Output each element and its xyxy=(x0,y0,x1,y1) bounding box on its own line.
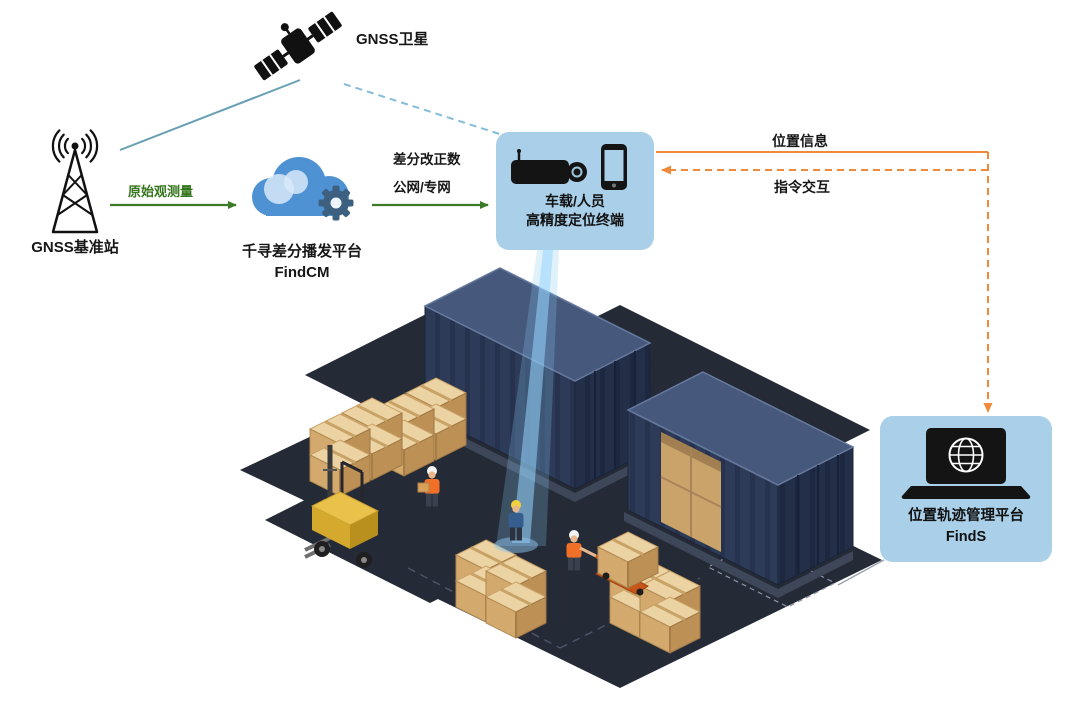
smartphone-icon xyxy=(601,144,627,190)
raw-observation-label: 原始观测量 xyxy=(128,184,194,199)
platform-to-yard-link xyxy=(837,559,885,586)
satellite-label: GNSS卫星 xyxy=(356,31,429,48)
container-door-opening xyxy=(660,432,722,552)
base-station-label: GNSS基准站 xyxy=(31,239,119,256)
cloud-platform-name: 千寻差分播发平台 xyxy=(241,243,362,260)
link-lines xyxy=(110,79,993,586)
cloud-gear-icon xyxy=(252,157,354,221)
vehicle-terminal-and-phone-icons xyxy=(511,144,627,190)
worker-with-pallet-jack xyxy=(566,530,597,571)
vehicle-terminal-icon xyxy=(511,149,587,184)
terminal-card: 车载/人员 高精度定位终端 xyxy=(496,132,654,250)
platform-label-product: FindS xyxy=(945,529,987,545)
globe-icon xyxy=(948,437,984,473)
diff-correction-label: 差分改正数 公网/专网 xyxy=(393,146,461,202)
cloud-platform-label: 千寻差分播发平台 FindCM xyxy=(212,241,392,283)
satellite-icon xyxy=(254,11,342,81)
worker-carrying-box xyxy=(417,466,440,507)
shipping-container-2 xyxy=(624,371,855,598)
position-info-label: 位置信息 xyxy=(772,133,828,149)
worker-in-beam xyxy=(508,500,524,541)
platform-label-name: 位置轨迹管理平台 xyxy=(908,508,1024,524)
diff-correction-line1: 差分改正数 xyxy=(393,152,461,167)
cloud-platform-product: FindCM xyxy=(274,264,330,281)
base-station-icon xyxy=(51,129,99,234)
satellite-to-base-link xyxy=(119,79,301,151)
terminal-label-line2: 高精度定位终端 xyxy=(526,212,624,228)
platform-card: 位置轨迹管理平台 FindS xyxy=(880,416,1052,562)
positioning-beam xyxy=(494,250,559,553)
laptop-globe-icon xyxy=(901,428,1031,499)
satellite-to-terminal-link xyxy=(343,83,513,139)
warehouse-scene xyxy=(240,250,882,688)
forklift xyxy=(304,445,380,568)
command-interaction-label: 指令交互 xyxy=(774,179,830,195)
diff-correction-line2: 公网/专网 xyxy=(393,180,451,195)
terminal-label-line1: 车载/人员 xyxy=(545,193,605,209)
pallet-jack xyxy=(594,530,660,596)
gear-icon xyxy=(318,185,354,221)
